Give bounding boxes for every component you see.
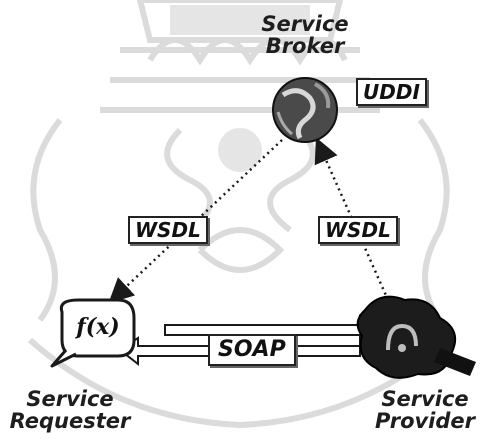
requester-bubble-icon (50, 298, 136, 368)
requester-label-line1: Service (26, 387, 114, 411)
broker-label-line2: Broker (265, 34, 345, 58)
broker-label-line1: Service (261, 12, 349, 36)
broker-label: Service Broker (250, 13, 360, 57)
requester-label-line2: Requester (9, 409, 131, 433)
function-glyph: f(x) (76, 314, 120, 340)
provider-label-line1: Service (381, 387, 469, 411)
provider-server-icon (356, 295, 476, 379)
soap-tag: SOAP (208, 334, 296, 366)
uddi-tag: UDDI (356, 78, 427, 106)
provider-label-line2: Provider (374, 409, 476, 433)
provider-label: Service Provider (368, 388, 482, 432)
broker-globe-icon (272, 77, 338, 143)
requester-label: Service Requester (0, 388, 140, 432)
provider-to-broker-link (314, 137, 390, 301)
wsdl-right-tag: WSDL (318, 216, 398, 244)
wsdl-left-tag: WSDL (128, 216, 208, 244)
